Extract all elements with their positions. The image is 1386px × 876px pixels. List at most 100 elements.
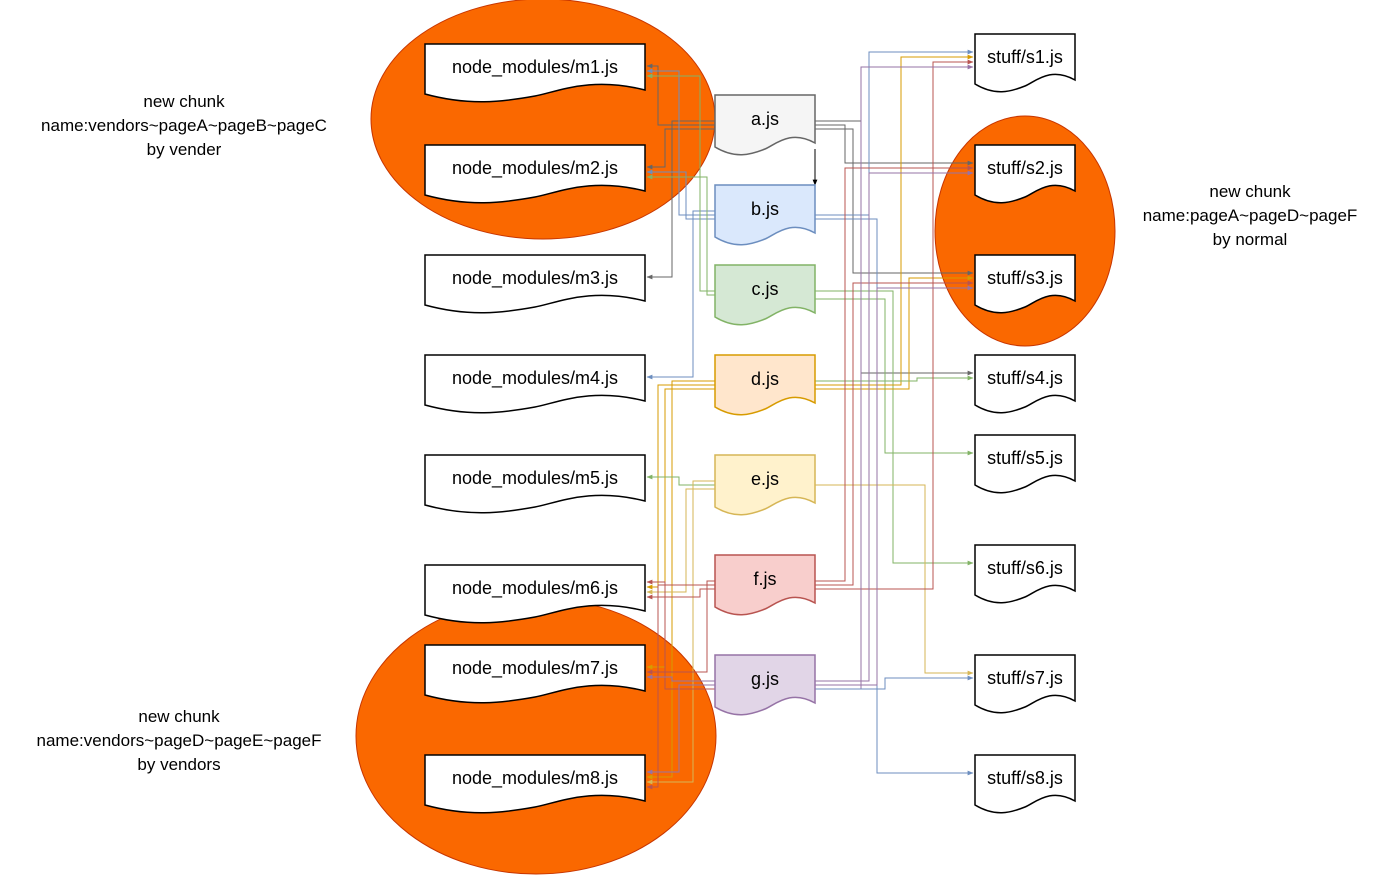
chunk-label-page-adf: new chunk name:pageA~pageD~pageF by norm…	[1110, 180, 1386, 252]
edge-g-to-s7	[815, 675, 974, 690]
page-d: d.js	[714, 354, 816, 416]
module-m2: node_modules/m2.js	[424, 144, 646, 204]
edge-f-to-m6	[646, 588, 715, 600]
page-a: a.js	[714, 94, 816, 156]
document-shape	[424, 644, 646, 704]
document-label: node_modules/m8.js	[452, 768, 618, 789]
module-m5: node_modules/m5.js	[424, 454, 646, 514]
document-label: a.js	[751, 109, 779, 129]
chunk-label-vendors-def: new chunk name:vendors~pageD~pageE~pageF…	[4, 705, 354, 777]
chunk-label-line: name:vendors~pageA~pageB~pageC	[41, 116, 327, 135]
edge-d-to-m7	[646, 388, 715, 670]
stuff-s7: stuff/s7.js	[974, 654, 1076, 714]
document-label: b.js	[751, 199, 779, 219]
edge-d-to-s1	[815, 54, 974, 386]
module-m4: node_modules/m4.js	[424, 354, 646, 414]
document-label: stuff/s1.js	[987, 47, 1063, 67]
document-shape	[974, 434, 1076, 494]
document-label: f.js	[753, 569, 776, 589]
document-shape	[974, 754, 1076, 814]
edge-c-to-m2	[646, 174, 715, 296]
document-shape	[974, 544, 1076, 604]
chunk-label-line: by vendors	[137, 755, 221, 774]
edge-f-to-m7	[646, 580, 715, 675]
stuff-s8: stuff/s8.js	[974, 754, 1076, 814]
chunk-label-vendors-abc: new chunk name:vendors~pageA~pageB~pageC…	[14, 90, 354, 162]
edge-c-to-s6	[815, 290, 974, 566]
module-m6: node_modules/m6.js	[424, 564, 646, 624]
document-shape	[424, 754, 646, 814]
document-label: node_modules/m7.js	[452, 658, 618, 679]
document-label: stuff/s2.js	[987, 158, 1063, 178]
document-shape	[974, 33, 1076, 93]
edge-d-to-m6	[646, 384, 715, 590]
stuff-s6: stuff/s6.js	[974, 544, 1076, 604]
document-label: e.js	[751, 469, 779, 489]
edge-e-to-m5	[646, 474, 715, 486]
edge-g-to-m8	[646, 684, 715, 775]
chunk-label-line: by vender	[146, 140, 222, 159]
document-label: c.js	[752, 279, 779, 299]
edge-g-to-s2	[815, 170, 974, 682]
edge-f-to-m8	[646, 584, 715, 790]
chunk-label-line: name:pageA~pageD~pageF	[1142, 206, 1358, 225]
edge-g-to-s3	[815, 285, 974, 686]
document-label: stuff/s7.js	[987, 668, 1063, 688]
document-shape	[714, 94, 816, 156]
document-shape	[714, 264, 816, 326]
document-label: node_modules/m6.js	[452, 578, 618, 599]
edge-e-to-m8	[646, 480, 715, 785]
edge-b-to-m4	[646, 210, 715, 380]
document-label: d.js	[751, 369, 779, 389]
document-shape	[714, 654, 816, 716]
document-shape	[974, 654, 1076, 714]
edge-b-to-s8	[815, 218, 974, 776]
page-f: f.js	[714, 554, 816, 616]
document-label: stuff/s3.js	[987, 268, 1063, 288]
edge-f-to-s2	[815, 165, 974, 582]
edge-f-to-s1	[815, 59, 974, 590]
stuff-s5: stuff/s5.js	[974, 434, 1076, 494]
edge-b-to-m1	[646, 68, 715, 216]
stuff-s2: stuff/s2.js	[974, 144, 1076, 204]
document-shape	[714, 454, 816, 516]
edge-d-to-s3	[815, 275, 974, 390]
document-label: stuff/s8.js	[987, 768, 1063, 788]
chunk-label-line: new chunk	[1209, 182, 1291, 201]
edge-a-to-m1	[646, 63, 715, 126]
document-label: g.js	[751, 669, 779, 689]
stuff-s1: stuff/s1.js	[974, 33, 1076, 93]
chunk-label-line: name:vendors~pageD~pageE~pageF	[36, 731, 322, 750]
page-g: g.js	[714, 654, 816, 716]
module-m7: node_modules/m7.js	[424, 644, 646, 704]
edge-e-to-s7	[815, 484, 974, 676]
document-shape	[974, 144, 1076, 204]
edge-c-to-s5	[815, 298, 974, 456]
chunk-label-line: new chunk	[143, 92, 225, 111]
document-shape	[424, 354, 646, 414]
document-label: node_modules/m5.js	[452, 468, 618, 489]
edge-g-to-m7	[646, 674, 715, 682]
chunk-label-line: by normal	[1212, 230, 1288, 249]
edge-a-to-m3	[646, 120, 715, 280]
module-m3: node_modules/m3.js	[424, 254, 646, 314]
document-shape	[424, 144, 646, 204]
document-shape	[714, 554, 816, 616]
page-b: b.js	[714, 184, 816, 246]
document-label: stuff/s5.js	[987, 448, 1063, 468]
stuff-s3: stuff/s3.js	[974, 254, 1076, 314]
page-e: e.js	[714, 454, 816, 516]
edge-d-to-m8	[646, 380, 715, 780]
document-shape	[974, 254, 1076, 314]
edge-d-to-s4	[815, 375, 974, 382]
edge-a-to-m2	[646, 128, 715, 170]
document-shape	[974, 354, 1076, 414]
document-label: node_modules/m3.js	[452, 268, 618, 289]
edge-g-to-m6	[646, 579, 715, 690]
chunk-ellipse-vendors-abc	[370, 0, 716, 240]
edge-a-to-s2	[815, 124, 974, 166]
chunk-ellipse-vendors-def	[355, 597, 717, 875]
document-shape	[424, 254, 646, 314]
document-label: stuff/s6.js	[987, 558, 1063, 578]
